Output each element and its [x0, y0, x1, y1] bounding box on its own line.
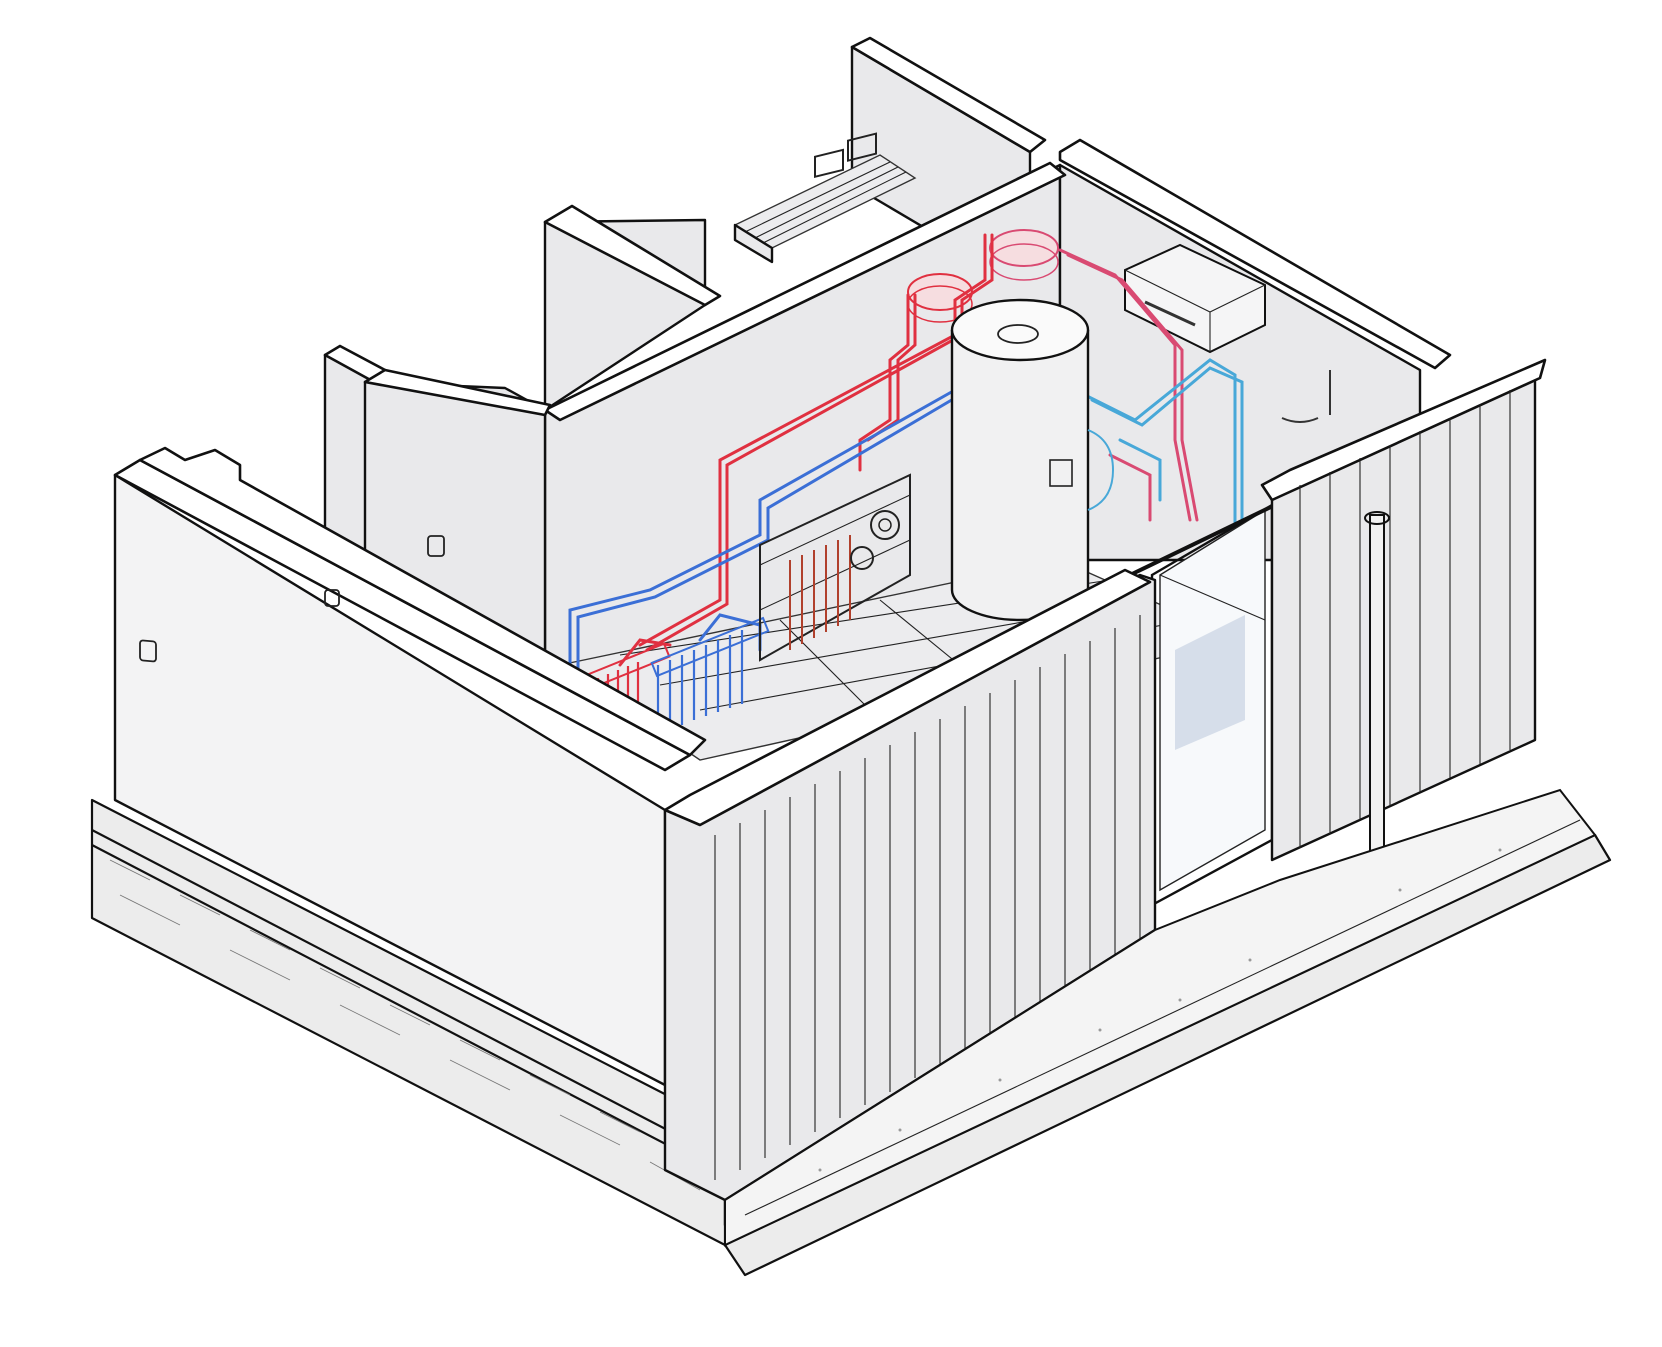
heating-manifold-rack — [759, 473, 911, 662]
front-left-wall — [113, 446, 707, 1087]
front-right-end-wall — [1260, 358, 1547, 904]
foundation-left — [90, 798, 727, 1247]
wall-sockets — [814, 132, 877, 179]
pipework — [568, 233, 1244, 672]
stair — [733, 154, 917, 264]
shower-fitting — [1281, 370, 1331, 423]
ground-slab — [723, 788, 1612, 1277]
hot-water-cylinder — [950, 298, 1115, 622]
expansion-vessel-2 — [989, 229, 1059, 281]
